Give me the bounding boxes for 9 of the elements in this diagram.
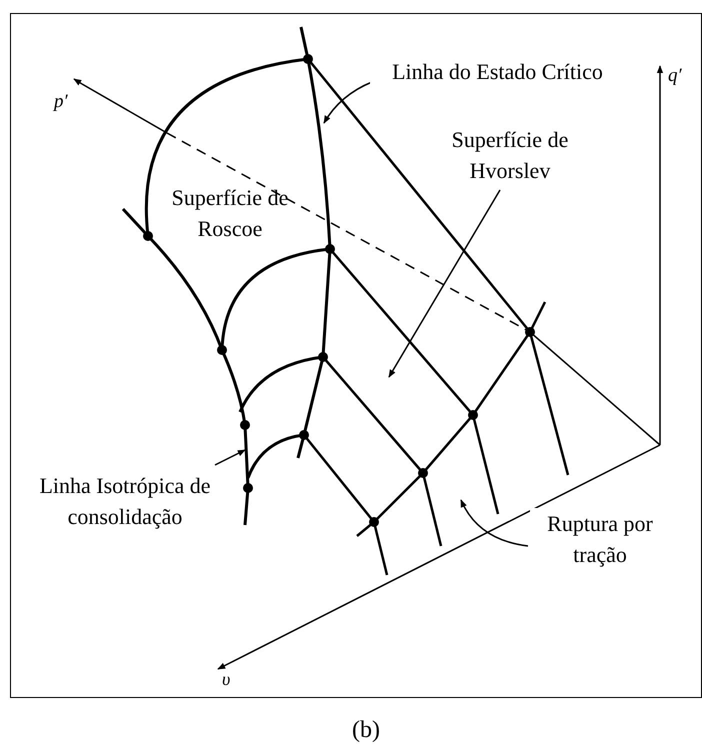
figure-caption: (b)	[351, 716, 381, 745]
axis-label: p′	[54, 90, 69, 114]
leader-arrow	[323, 81, 372, 124]
leader-arrow	[388, 190, 501, 378]
leader-arrow	[214, 449, 246, 466]
surface-label: Superfície de Roscoe	[170, 184, 290, 243]
axis-label: υ	[222, 668, 232, 691]
axis-label: q′	[668, 64, 683, 88]
leader-arrow	[460, 499, 528, 547]
